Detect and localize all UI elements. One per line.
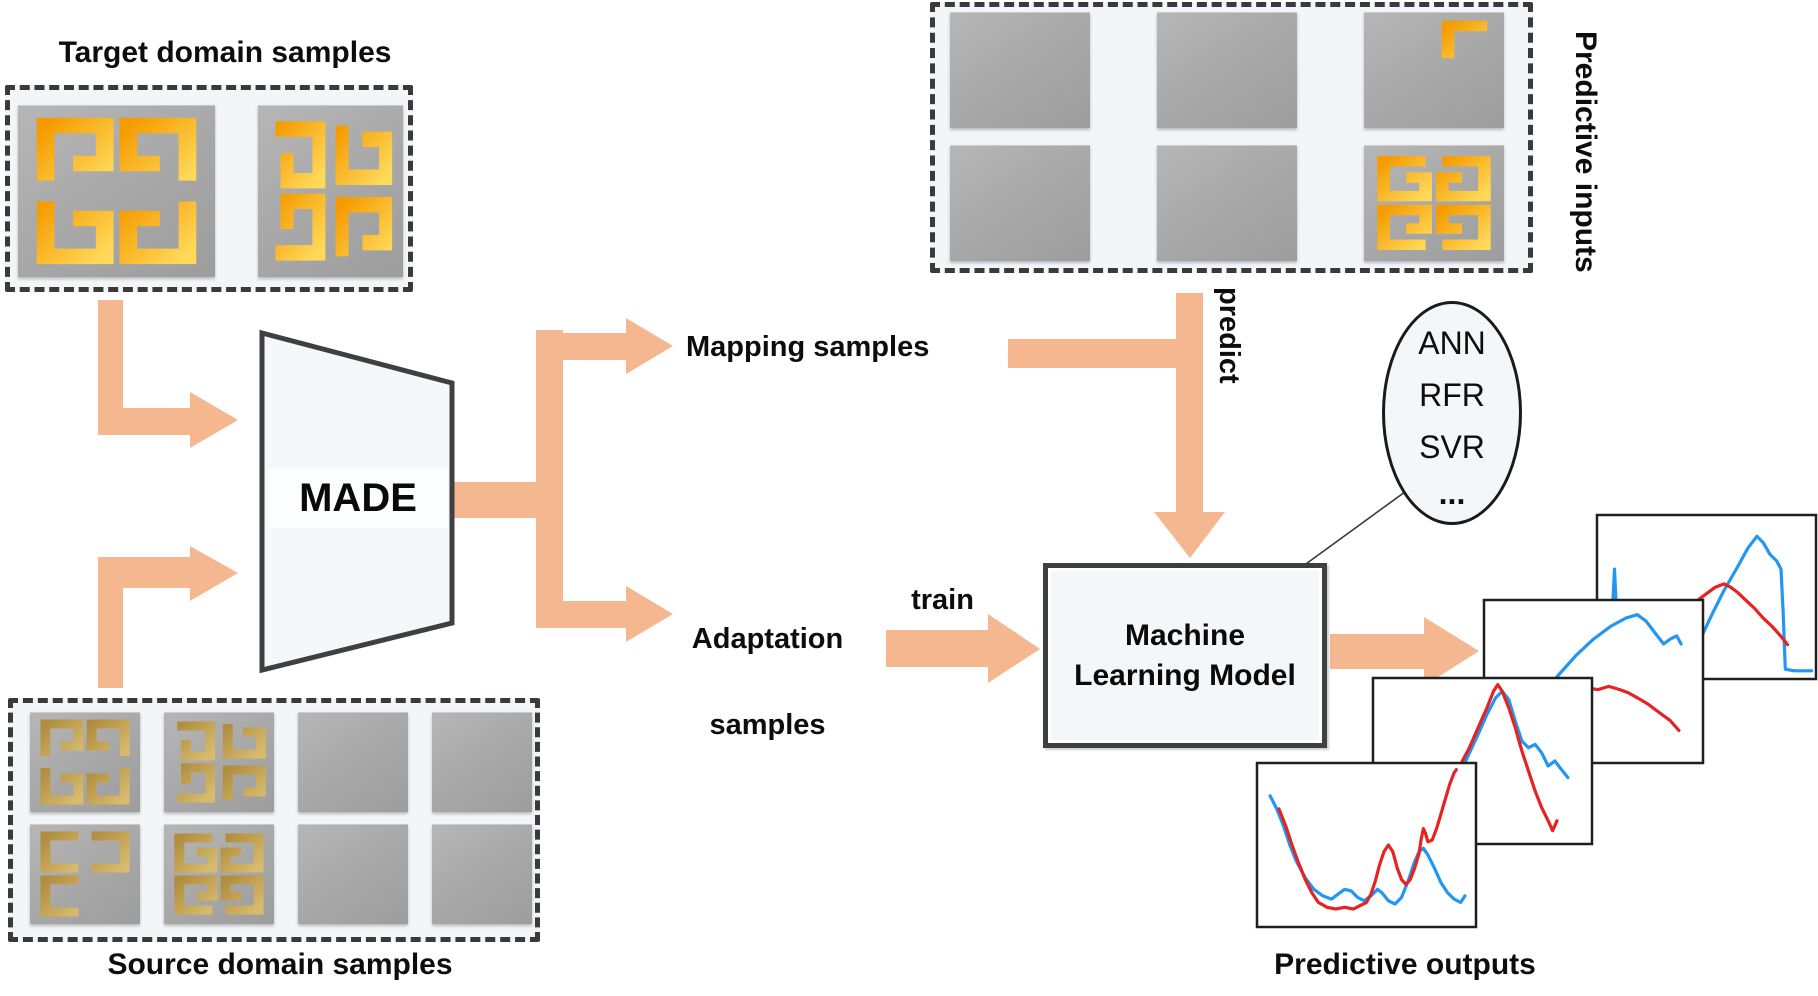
- metasurface-glyph: [119, 201, 197, 265]
- metasurface-pattern: [444, 724, 503, 804]
- metasurface-glyph: [1441, 20, 1488, 59]
- model-option-ann: ANN: [1418, 325, 1486, 361]
- metasurface-pattern: [1171, 23, 1283, 119]
- predictive-outputs-title: Predictive outputs: [1274, 948, 1536, 981]
- metasurface-pattern: [40, 831, 130, 917]
- metasurface-glyph: [275, 121, 326, 189]
- mapping-samples-label: Mapping samples: [686, 331, 930, 363]
- metasurface-glyph: [1436, 204, 1491, 250]
- metasurface-pattern: [275, 121, 393, 261]
- red-curve: [1277, 767, 1458, 911]
- metasurface-pattern: [36, 117, 197, 265]
- source-sample-tile: [164, 712, 274, 812]
- predictive-sample-tile: [1364, 145, 1504, 261]
- output-chart-panel: [1255, 761, 1478, 929]
- source-sample-tile: [298, 824, 408, 924]
- metasurface-glyph: [1377, 156, 1432, 202]
- source-sample-tile: [164, 824, 274, 924]
- arrow-target-to-made: [98, 300, 238, 448]
- metasurface-pattern: [177, 721, 266, 803]
- model-option-more: ...: [1438, 475, 1466, 511]
- metasurface-glyph: [177, 721, 216, 761]
- metasurface-glyph: [36, 117, 114, 181]
- arrow-made-output-fork: [452, 318, 673, 642]
- source-sample-tile: [432, 824, 532, 924]
- model-option-svr: SVR: [1419, 429, 1485, 465]
- metasurface-pattern: [1377, 156, 1491, 250]
- source-sample-tile: [432, 712, 532, 812]
- metasurface-glyph: [40, 768, 84, 805]
- target-title: Target domain samples: [58, 36, 392, 69]
- ml-label-line1: Machine: [1124, 618, 1246, 652]
- metasurface-pattern: [311, 834, 395, 914]
- source-sample-tile: [298, 712, 408, 812]
- predictive-sample-tile: [950, 12, 1090, 128]
- ml-label-line2: Learning Model: [1074, 658, 1296, 692]
- metasurface-glyph: [1377, 204, 1432, 250]
- metasurface-pattern: [964, 158, 1071, 250]
- metasurface-glyph: [36, 201, 114, 265]
- metasurface-glyph: [220, 875, 264, 915]
- adaptation-samples-label: Adaptation samples: [691, 623, 844, 741]
- predictive-inputs-title: Predictive inputs: [1569, 31, 1602, 273]
- metasurface-glyph: [177, 763, 216, 803]
- source-sample-tile: [30, 712, 140, 812]
- machine-learning-model-box: Machine Learning Model: [1043, 563, 1327, 748]
- predictive-sample-tile: [1157, 145, 1297, 261]
- metasurface-glyph: [335, 197, 393, 257]
- metasurface-pattern: [174, 833, 264, 915]
- metasurface-glyph: [174, 875, 218, 915]
- source-title: Source domain samples: [107, 948, 453, 981]
- predict-label: predict: [1213, 287, 1245, 384]
- predictive-output-charts: [1255, 513, 1818, 929]
- target-sample-tile: [258, 105, 403, 277]
- metasurface-glyph: [335, 125, 393, 185]
- arrow-ml-output: [1330, 617, 1479, 686]
- predictive-sample-tile: [950, 145, 1090, 261]
- ellipse-connector-line: [1287, 480, 1421, 578]
- metasurface-pattern: [442, 836, 524, 916]
- metasurface-glyph: [220, 833, 264, 873]
- target-sample-tile: [18, 105, 215, 277]
- metasurface-glyph: [222, 765, 266, 800]
- predictive-sample-tile: [1364, 12, 1504, 128]
- metasurface-glyph: [86, 719, 130, 756]
- metasurface-glyph: [275, 193, 326, 261]
- train-label: train: [911, 584, 974, 616]
- metasurface-glyph: [174, 833, 218, 873]
- metasurface-pattern: [309, 722, 397, 802]
- metasurface-glyph: [40, 719, 84, 756]
- arrow-train: [886, 614, 1040, 683]
- metasurface-glyph: [119, 117, 197, 181]
- metasurface-glyph: [1436, 156, 1491, 202]
- metasurface-pattern: [1171, 158, 1281, 250]
- metasurface-pattern: [964, 23, 1076, 117]
- made-label: MADE: [268, 468, 448, 528]
- predictive-sample-tile: [1157, 12, 1297, 128]
- metasurface-glyph: [86, 768, 130, 805]
- metasurface-glyph: [222, 724, 266, 759]
- arrow-source-to-made: [98, 546, 238, 688]
- metasurface-pattern: [1377, 20, 1488, 120]
- metasurface-pattern: [40, 719, 130, 805]
- source-sample-tile: [30, 824, 140, 924]
- model-option-rfr: RFR: [1419, 377, 1485, 413]
- arrow-mapping-predict: [1008, 293, 1225, 558]
- model-options-ellipse: ANN RFR SVR ...: [1382, 301, 1522, 525]
